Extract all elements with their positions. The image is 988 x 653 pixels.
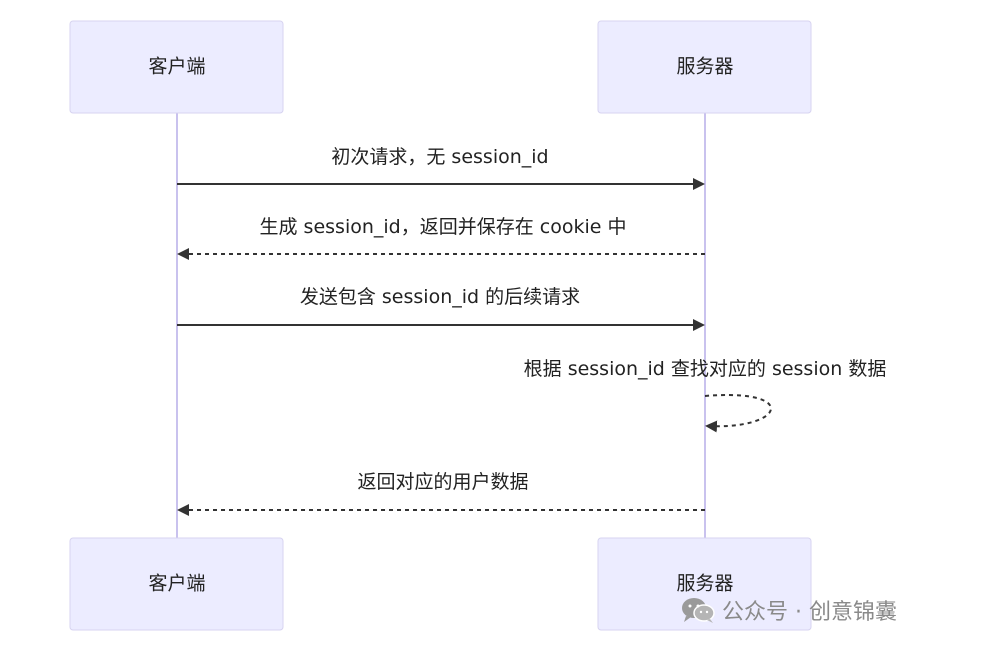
watermark: 公众号 · 创意锦囊 xyxy=(680,594,897,626)
watermark-text: 公众号 · 创意锦囊 xyxy=(722,600,897,625)
actor-label: 客户端 xyxy=(148,56,205,78)
wechat-icon xyxy=(682,598,715,623)
actor-label: 服务器 xyxy=(676,573,733,595)
message-arrow-lookup-session xyxy=(704,394,772,433)
message-label-return-user-data: 返回对应的用户数据 xyxy=(357,471,528,493)
actor-server-bottom: 服务器 xyxy=(597,537,812,631)
message-label-initial-request: 初次请求，无 session_id xyxy=(331,146,548,168)
message-label-generate-session: 生成 session_id，返回并保存在 cookie 中 xyxy=(260,216,627,238)
actor-client-bottom: 客户端 xyxy=(69,537,284,631)
actor-server-top: 服务器 xyxy=(597,20,812,114)
actor-label: 客户端 xyxy=(148,573,205,595)
actor-label: 服务器 xyxy=(676,56,733,78)
message-label-follow-up-request: 发送包含 session_id 的后续请求 xyxy=(300,286,580,308)
message-label-lookup-session: 根据 session_id 查找对应的 session 数据 xyxy=(524,358,887,380)
actor-client-top: 客户端 xyxy=(69,20,284,114)
